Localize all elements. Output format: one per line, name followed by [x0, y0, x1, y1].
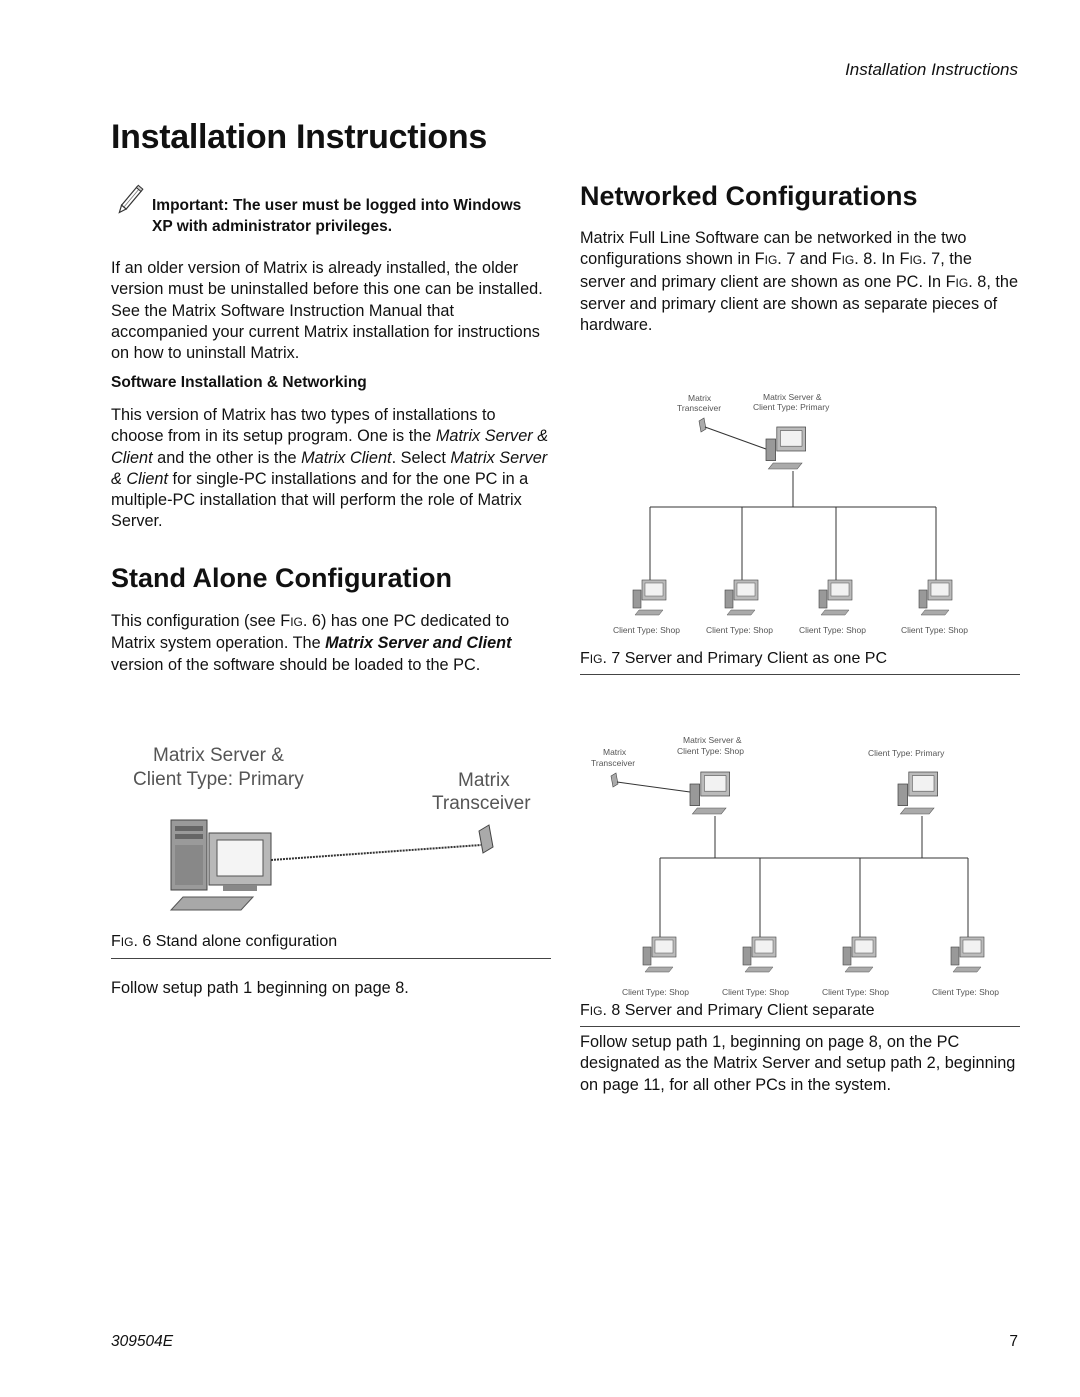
- fig7-transceiver-label-2: Transceiver: [677, 403, 721, 413]
- fig8-server-label-2: Client Type: Shop: [677, 746, 744, 756]
- server-tower-icon: [170, 819, 208, 891]
- fig7-client-pc-icon: [918, 579, 953, 616]
- running-header: Installation Instructions: [845, 60, 1018, 79]
- standalone-text-2: . 6) has one PC dedicated to Matrix syst…: [111, 612, 510, 653]
- networked-sc-4: IG: [955, 275, 969, 290]
- fig7-client-label: Client Type: Shop: [901, 625, 968, 635]
- standalone-text-1: This configuration (see F: [111, 612, 291, 630]
- fig8-client-pc-icon: [950, 936, 985, 973]
- software-heading: Software Installation & Networking: [111, 374, 367, 391]
- standalone-heading: Stand Alone Configuration: [111, 563, 452, 593]
- software-text-4: for single-PC installations and for the …: [111, 469, 529, 531]
- figure-7: Matrix Transceiver Matrix Server & Clien…: [580, 385, 1020, 640]
- networked-paragraph: Matrix Full Line Software can be network…: [580, 228, 1020, 336]
- fig8-client-label: Client Type: Shop: [822, 987, 889, 997]
- fig8-caption-prefix: F: [580, 1002, 590, 1019]
- standalone-bold-italic: Matrix Server and Client: [325, 634, 512, 653]
- fig6-server-label-1: Matrix Server &: [153, 745, 284, 766]
- fig8-transceiver-icon: [610, 772, 619, 788]
- fig8-client-label: Client Type: Shop: [622, 987, 689, 997]
- fig7-server-label-1: Matrix Server &: [763, 392, 822, 402]
- fig6-server-label-2: Client Type: Primary: [133, 769, 304, 790]
- fig7-client-pc-icon: [632, 579, 667, 616]
- fig8-client-pc-icon: [642, 936, 677, 973]
- figure-8: Matrix Server & Client Type: Shop Matrix…: [580, 730, 1020, 1000]
- fig6-caption-text: . 6 Stand alone configuration: [133, 933, 338, 950]
- follow-setup-right: Follow setup path 1, beginning on page 8…: [580, 1033, 1016, 1094]
- pencil-icon: [111, 183, 147, 219]
- networked-heading: Networked Configurations: [580, 181, 918, 211]
- fig8-client-label: Client Type: Shop: [722, 987, 789, 997]
- page-number: 7: [1009, 1333, 1018, 1350]
- networked-sc-3: IG: [909, 253, 923, 268]
- networked-sc-2: IG: [841, 253, 855, 268]
- fig6-caption-smallcaps: IG: [120, 935, 134, 949]
- fig8-transceiver-label-2: Transceiver: [591, 758, 635, 768]
- fig8-server-pc-icon: [689, 771, 730, 815]
- fig7-server-pc-icon: [765, 426, 806, 470]
- figure-6: Matrix Server & Client Type: Primary Mat…: [111, 735, 551, 920]
- software-text-3: . Select: [391, 448, 451, 467]
- note-text: The user must be logged into Windows XP …: [152, 197, 522, 235]
- important-note: Important: The user must be logged into …: [152, 195, 544, 237]
- follow-setup-left: Follow setup path 1 beginning on page 8.: [111, 979, 409, 997]
- software-italic-1: Matrix Server & Client: [111, 427, 549, 467]
- fig8-caption-smallcaps: IG: [589, 1004, 603, 1018]
- fig7-caption-prefix: F: [580, 650, 590, 667]
- fig8-client-pc-icon: [742, 936, 777, 973]
- fig7-client-pc-icon: [818, 579, 853, 616]
- networked-text-5: . 8, the server and primary client are s…: [580, 272, 1019, 335]
- fig6-transceiver-label-2: Transceiver: [432, 793, 531, 814]
- fig7-client-label: Client Type: Shop: [799, 625, 866, 635]
- networked-text-3: . 8. In F: [854, 250, 910, 269]
- fig8-caption-text: . 8 Server and Primary Client separate: [602, 1002, 875, 1019]
- software-italic-3: Matrix Server & Client: [111, 448, 548, 488]
- software-paragraph: This version of Matrix has two types of …: [111, 405, 551, 533]
- software-italic-2: Matrix Client: [301, 448, 392, 467]
- networked-sc-1: IG: [764, 253, 778, 268]
- fig7-client-pc-icon: [724, 579, 759, 616]
- keyboard-icon: [169, 896, 255, 911]
- doc-number: 309504E: [111, 1333, 174, 1350]
- page-title: Installation Instructions: [111, 118, 487, 156]
- monitor-icon: [208, 832, 272, 891]
- fig7-caption: FIG. 7 Server and Primary Client as one …: [580, 650, 1020, 668]
- standalone-paragraph: This configuration (see FIG. 6) has one …: [111, 611, 551, 676]
- software-text-1: This version of Matrix has two types of …: [111, 406, 496, 446]
- fig7-client-label: Client Type: Shop: [613, 625, 680, 635]
- fig7-rule: [580, 674, 1020, 675]
- fig6-transceiver-label-1: Matrix: [458, 770, 510, 791]
- fig6-rule: [111, 958, 551, 959]
- transceiver-icon: [478, 824, 494, 854]
- standalone-text-3: version of the software should be loaded…: [111, 655, 481, 674]
- fig8-server-label-1: Matrix Server &: [683, 735, 742, 745]
- fig7-server-label-2: Client Type: Primary: [753, 402, 830, 412]
- note-lead: Important:: [152, 197, 233, 214]
- networked-text-1: Matrix Full Line Software can be network…: [580, 229, 967, 269]
- software-text-2: and the other is the: [152, 448, 302, 467]
- fig7-transceiver-icon: [698, 417, 707, 433]
- fig8-primary-label: Client Type: Primary: [868, 748, 945, 758]
- fig7-transceiver-label-1: Matrix: [688, 393, 712, 403]
- fig8-rule: [580, 1026, 1020, 1027]
- fig8-primary-pc-icon: [897, 771, 938, 815]
- standalone-smallcaps: IG: [290, 615, 303, 629]
- intro-paragraph: If an older version of Matrix is already…: [111, 259, 543, 363]
- fig6-caption-prefix: F: [111, 933, 121, 950]
- fig7-caption-smallcaps: IG: [589, 652, 603, 666]
- fig8-caption: FIG. 8 Server and Primary Client separat…: [580, 1002, 1020, 1020]
- fig8-transceiver-label-1: Matrix: [603, 747, 627, 757]
- cable-line: [270, 844, 482, 861]
- networked-text-2: . 7 and F: [777, 250, 842, 269]
- fig7-caption-text: . 7 Server and Primary Client as one PC: [602, 650, 888, 667]
- networked-text-4: . 7, the server and primary client are s…: [580, 250, 972, 291]
- fig8-client-pc-icon: [842, 936, 877, 973]
- fig8-client-label: Client Type: Shop: [932, 987, 999, 997]
- fig6-caption: FIG. 6 Stand alone configuration: [111, 933, 551, 951]
- fig7-client-label: Client Type: Shop: [706, 625, 773, 635]
